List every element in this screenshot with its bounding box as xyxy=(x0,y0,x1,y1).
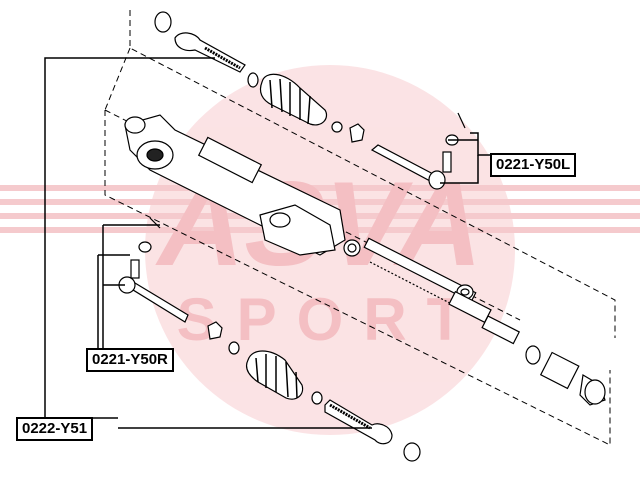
upper-boot xyxy=(247,72,343,133)
label-0221-y50r[interactable]: 0221-Y50R xyxy=(86,348,174,372)
adjuster-parts xyxy=(525,345,606,406)
lower-boot xyxy=(245,350,323,405)
upper-inner-tie-rod xyxy=(154,11,246,73)
watermark-sub: SPORT xyxy=(177,286,484,353)
rack-bar xyxy=(343,237,521,345)
label-0222-y51[interactable]: 0222-Y51 xyxy=(16,417,94,441)
tie-rod-end-lower xyxy=(118,217,240,355)
lower-inner-tie-rod xyxy=(324,399,421,462)
rack-housing xyxy=(124,114,346,256)
label-0221-y50l[interactable]: 0221-Y50L xyxy=(490,153,577,177)
tie-rod-end-upper xyxy=(349,112,466,190)
